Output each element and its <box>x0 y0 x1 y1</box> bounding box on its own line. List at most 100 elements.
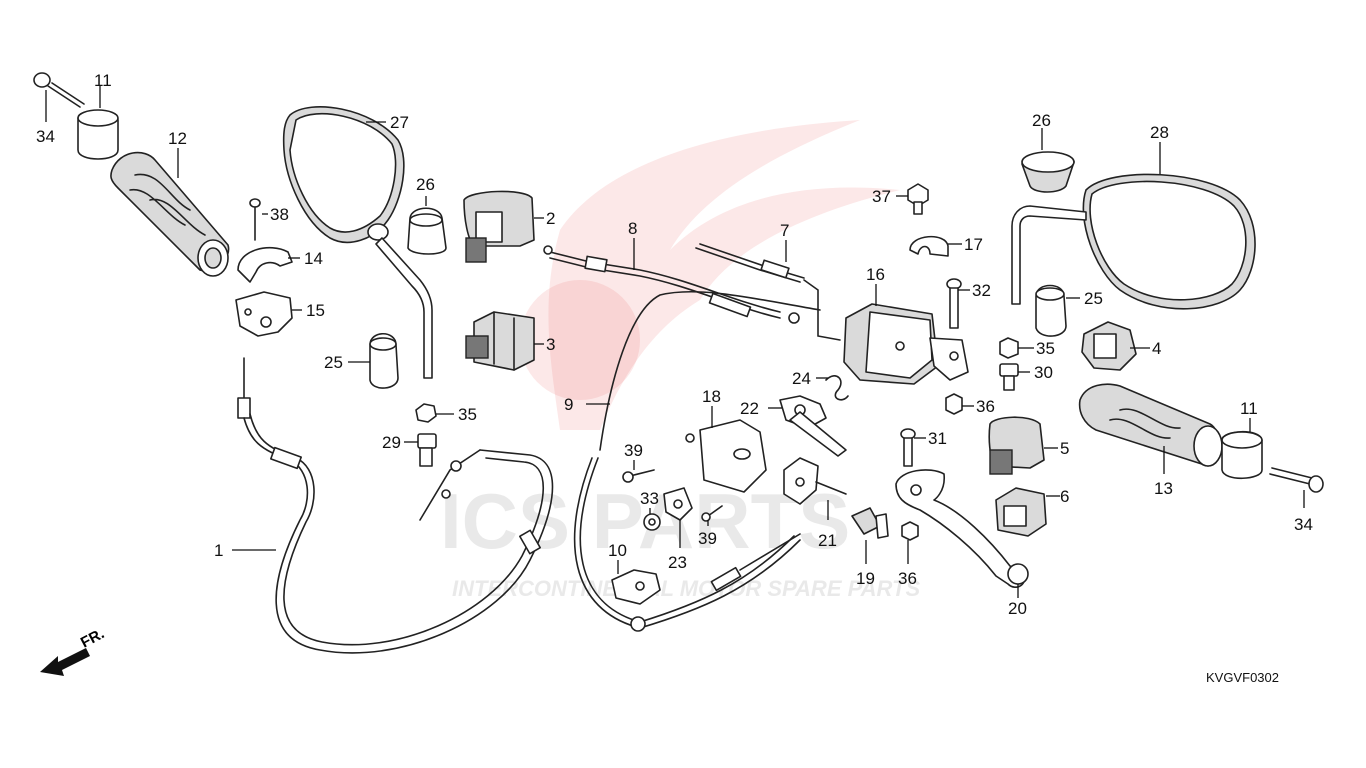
part-22-lever-bracket <box>768 395 847 457</box>
callout-19: 19 <box>856 569 875 588</box>
callout-11-left: 11 <box>94 71 112 90</box>
part-26-boot-left <box>407 196 447 255</box>
callout-2: 2 <box>546 209 555 228</box>
callout-18: 18 <box>702 387 721 406</box>
callout-27: 27 <box>390 113 409 132</box>
part-11-grip-end-right <box>1221 418 1263 480</box>
callout-34-left: 34 <box>36 127 55 146</box>
part-19-adjuster <box>851 507 889 564</box>
front-indicator-label: FR. <box>78 625 107 651</box>
callout-36-lower: 36 <box>898 569 917 588</box>
part-28-mirror-right <box>1011 142 1256 310</box>
callout-26-left: 26 <box>416 175 435 194</box>
callout-11-right: 11 <box>1240 399 1258 418</box>
callout-9: 9 <box>564 395 573 414</box>
callout-39-bottom: 39 <box>698 529 717 548</box>
part-30-collar <box>999 363 1030 391</box>
callout-7: 7 <box>780 221 789 240</box>
part-25-cap-left <box>348 332 399 389</box>
callout-16: 16 <box>866 265 885 284</box>
part-37-bolt <box>896 183 929 215</box>
callout-29: 29 <box>382 433 401 452</box>
callout-22: 22 <box>740 399 759 418</box>
callout-28: 28 <box>1150 123 1169 142</box>
part-5-switch <box>988 416 1058 475</box>
part-25-cap-right <box>1035 284 1080 337</box>
part-32-bolt <box>946 278 970 329</box>
part-13-grip-right <box>1078 383 1223 474</box>
callout-5: 5 <box>1060 439 1069 458</box>
callout-20: 20 <box>1008 599 1027 618</box>
part-26-boot-right <box>1021 128 1075 193</box>
part-2-switch <box>463 190 544 263</box>
callout-30: 30 <box>1034 363 1053 382</box>
part-39-screw-bottom <box>701 505 723 526</box>
part-34-screw-left <box>33 72 85 122</box>
callout-3: 3 <box>546 335 555 354</box>
callout-12: 12 <box>168 129 187 148</box>
callout-6: 6 <box>1060 487 1069 506</box>
callout-38: 38 <box>270 205 289 224</box>
part-18-bracket <box>685 406 767 493</box>
part-14-clamp <box>237 246 300 283</box>
callout-25-right: 25 <box>1084 289 1103 308</box>
callout-25-left: 25 <box>324 353 343 372</box>
callout-34-right: 34 <box>1294 515 1313 534</box>
diagram-code: KVGVF0302 <box>1206 670 1279 685</box>
part-15-throttle-housing <box>235 291 302 337</box>
part-38-screw <box>249 198 268 241</box>
callout-15: 15 <box>306 301 325 320</box>
callout-4: 4 <box>1152 339 1161 358</box>
part-12-grip-left <box>110 148 230 277</box>
callout-32: 32 <box>972 281 991 300</box>
part-1-throttle-cable <box>232 357 554 654</box>
part-36-nut-upper <box>945 393 974 415</box>
callout-24: 24 <box>792 369 811 388</box>
callout-13: 13 <box>1154 479 1173 498</box>
callout-36-upper: 36 <box>976 397 995 416</box>
callout-35-left: 35 <box>458 405 477 424</box>
callout-39-top: 39 <box>624 441 643 460</box>
part-10-clamp <box>611 560 661 605</box>
part-24-spring <box>816 375 849 401</box>
callout-labels: 11 34 12 38 14 15 27 26 2 3 25 35 29 1 8… <box>36 71 1313 618</box>
part-7-wire <box>695 240 841 341</box>
part-11-grip-end-left <box>77 86 119 160</box>
part-3-switch <box>465 311 544 371</box>
part-21-switch-plate <box>783 457 847 520</box>
callout-31: 31 <box>928 429 947 448</box>
part-8-cable <box>543 238 800 324</box>
front-direction-arrow-icon: FR. <box>40 625 107 676</box>
brand-watermark: ICS PARTS INTERCONTINENTAL MOTOR SPARE P… <box>440 120 920 601</box>
part-9-speedo-cable <box>573 290 821 632</box>
callout-14: 14 <box>304 249 323 268</box>
callout-26-right: 26 <box>1032 111 1051 130</box>
callout-10: 10 <box>608 541 627 560</box>
part-33-bolt <box>643 508 661 531</box>
callout-23: 23 <box>668 553 687 572</box>
callout-17: 17 <box>964 235 983 254</box>
part-36-nut-lower <box>901 521 919 564</box>
part-23-plate <box>663 487 693 548</box>
part-16-switch-housing <box>843 284 969 385</box>
part-6-switch <box>995 487 1060 537</box>
part-39-screw-top <box>622 460 655 483</box>
part-4-switch <box>1081 321 1150 371</box>
callout-21: 21 <box>818 531 837 550</box>
callout-35-right: 35 <box>1036 339 1055 358</box>
part-31-bolt <box>900 428 926 467</box>
part-34-screw-right <box>1269 467 1324 508</box>
part-17-clamp <box>909 235 962 257</box>
callout-33: 33 <box>640 489 659 508</box>
callout-37: 37 <box>872 187 891 206</box>
callout-8: 8 <box>628 219 637 238</box>
part-35-nut-right <box>999 337 1034 359</box>
part-20-brake-lever <box>895 469 1029 598</box>
watermark-tagline: INTERCONTINENTAL MOTOR SPARE PARTS <box>452 576 920 601</box>
callout-1: 1 <box>214 541 223 560</box>
part-29-bolt <box>404 433 437 467</box>
part-35-nut-left <box>415 403 454 423</box>
part-27-mirror-left <box>282 106 433 379</box>
